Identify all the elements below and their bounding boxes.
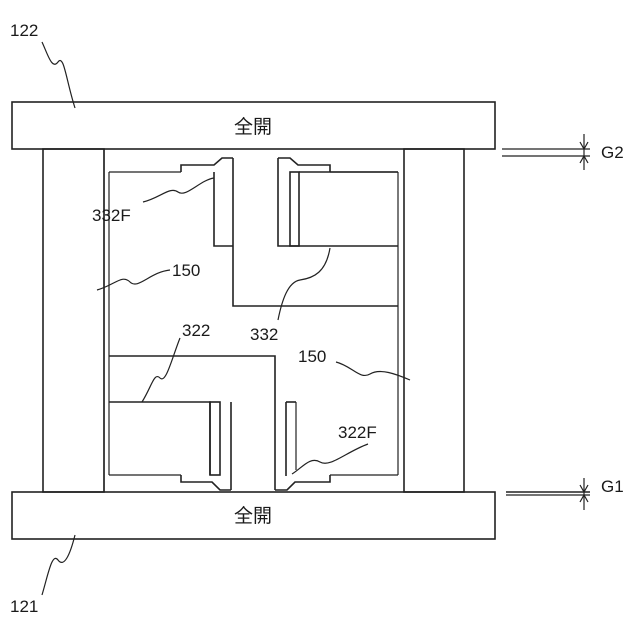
lower-plate-text: 全開 bbox=[234, 505, 272, 527]
block-332 bbox=[181, 158, 398, 306]
gap-g2-label: G2 bbox=[601, 143, 624, 162]
gap-g2-indicator: G2 bbox=[502, 134, 624, 170]
ref-core-lower: 150 bbox=[298, 347, 326, 366]
ref-upper-plate: 122 bbox=[10, 21, 38, 40]
ref-flange-upper: 332F bbox=[92, 206, 131, 225]
side-columns bbox=[43, 149, 464, 492]
lower-plate: 全開 bbox=[12, 492, 495, 539]
ref-core-upper: 150 bbox=[172, 261, 200, 280]
gap-g1-indicator: G1 bbox=[506, 477, 624, 510]
upper-plate-text: 全開 bbox=[234, 116, 272, 138]
ref-flange-lower: 322F bbox=[338, 423, 377, 442]
ref-block-lower: 322 bbox=[182, 321, 210, 340]
ref-lower-plate: 121 bbox=[10, 597, 38, 616]
gap-g1-label: G1 bbox=[601, 477, 624, 496]
ref-block-upper: 332 bbox=[250, 325, 278, 344]
upper-plate: 全開 bbox=[12, 102, 495, 149]
